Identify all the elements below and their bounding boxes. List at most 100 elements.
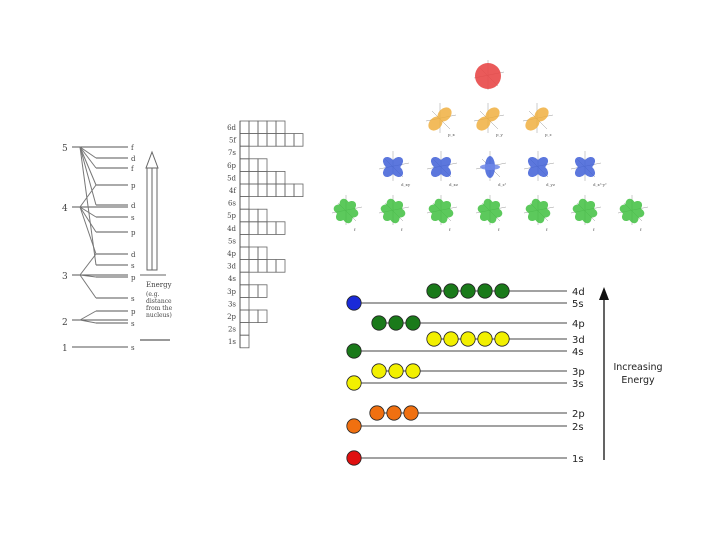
table-row-label: 3p	[227, 288, 236, 296]
energy-level-3s: 3s	[347, 376, 584, 390]
orbital-circle	[461, 332, 475, 346]
energy-level-label: 2s	[572, 422, 584, 433]
orbital-circle	[495, 284, 509, 298]
orbital-box	[249, 285, 258, 298]
orbital-box	[258, 247, 267, 260]
orbital-circle	[495, 332, 509, 346]
orbital-box	[249, 121, 258, 134]
orbital-circle	[370, 406, 384, 420]
orbital-box	[249, 159, 258, 172]
energy-level-label: 1s	[572, 454, 584, 465]
sublevel-label: p	[131, 229, 136, 237]
orbital-box	[258, 184, 267, 197]
table-row-label: 4s	[228, 275, 236, 283]
table-row-label: 2s	[228, 326, 236, 334]
sublevel-labels: fdfpdspdspspss	[131, 144, 136, 352]
orbital-circle	[404, 406, 418, 420]
energy-level-label: 5s	[572, 299, 584, 310]
f-orbital-label: f	[354, 227, 356, 232]
orbital-box	[285, 134, 294, 147]
orbital-box	[267, 134, 276, 147]
energy-arrow-head	[146, 152, 158, 168]
sublevel-label: s	[131, 214, 135, 222]
splitting-connectors	[80, 147, 96, 323]
energy-level-label: 4d	[572, 287, 585, 298]
energy-level-label: 2p	[572, 409, 585, 420]
shell-label-2: 2	[62, 318, 68, 328]
orbital-box	[240, 146, 249, 159]
orbital-circle	[372, 316, 386, 330]
orbital-box	[249, 209, 258, 222]
orbital-circle	[387, 406, 401, 420]
table-row-label: 4f	[229, 187, 237, 195]
orbital-box	[249, 260, 258, 273]
p-orbital-label: p_y	[496, 132, 504, 137]
sublevel-label: p	[131, 274, 136, 282]
orbital-box	[240, 171, 249, 184]
orbital-box	[294, 184, 303, 197]
orbital-box	[240, 335, 249, 348]
orbital-box	[240, 260, 249, 273]
orbital-circle	[347, 376, 361, 390]
orbital-box	[258, 310, 267, 323]
orbital-box	[276, 184, 285, 197]
filling-order-table: 6d5f7s6p5d4f6s5p4d5s4p3d4s3p3s2p2s1s	[227, 121, 303, 348]
orbital-box	[249, 184, 258, 197]
orbital-box	[258, 134, 267, 147]
orbital-circle	[427, 332, 441, 346]
table-row-label: 6d	[227, 124, 236, 132]
d-orbital-label: d_xz	[449, 182, 458, 187]
orbital-box	[258, 222, 267, 235]
orbital-box	[249, 222, 258, 235]
energy-level-label: 4s	[572, 347, 584, 358]
shell-label-5: 5	[62, 144, 68, 154]
orbital-circle	[347, 344, 361, 358]
orbital-circle	[372, 364, 386, 378]
orbital-box	[258, 121, 267, 134]
orbital-box	[294, 134, 303, 147]
energy-level-1s: 1s	[347, 451, 584, 465]
orbital-circle	[347, 296, 361, 310]
energy-caption-line: from the	[146, 305, 173, 312]
f-orbital-label: f	[498, 227, 500, 232]
sublevel-label: f	[131, 165, 135, 173]
sublevel-label: s	[131, 295, 135, 303]
shell-label-1: 1	[62, 344, 68, 354]
energy-caption-line: Energy	[146, 281, 172, 289]
energy-label: Energy	[621, 375, 655, 386]
orbital-box	[240, 234, 249, 247]
orbital-shapes-pyramid: p_xp_yp_zd_xyd_xzd_z²d_yzd_x²-y²fffffff	[332, 60, 648, 232]
orbital-box	[276, 260, 285, 273]
table-row-label: 5p	[227, 212, 236, 220]
sublevel-label: p	[131, 308, 136, 316]
orbital-box	[267, 260, 276, 273]
energy-level-label: 3d	[572, 335, 585, 346]
table-row-label: 4d	[227, 225, 236, 233]
orbital-circle	[444, 332, 458, 346]
p-orbital-label: p_z	[545, 132, 552, 137]
orbital-circle	[406, 316, 420, 330]
sublevel-label: d	[131, 202, 136, 210]
orbital-circle	[444, 284, 458, 298]
energy-level-diagram: 4d5s4p3d4s3p3s2p2s1s	[347, 284, 585, 465]
orbital-box	[240, 134, 249, 147]
d-orbital-label: d_xy	[401, 182, 411, 187]
orbital-box	[240, 209, 249, 222]
f-orbital-label: f	[449, 227, 451, 232]
orbital-box	[258, 171, 267, 184]
orbital-circle	[347, 419, 361, 433]
orbital-box	[258, 285, 267, 298]
sublevel-label: d	[131, 251, 136, 259]
sublevel-label: f	[131, 144, 135, 152]
orbital-box	[258, 260, 267, 273]
increasing-label: Increasing	[613, 362, 662, 373]
sublevel-lines	[96, 147, 128, 347]
d-orbital-label: d_yz	[546, 182, 555, 187]
sublevel-label: s	[131, 344, 135, 352]
table-row-label: 6s	[228, 200, 236, 208]
f-orbital-label: f	[593, 227, 595, 232]
orbital-circle	[461, 284, 475, 298]
shell-number-labels: 5 4 3 2 1	[62, 144, 68, 354]
